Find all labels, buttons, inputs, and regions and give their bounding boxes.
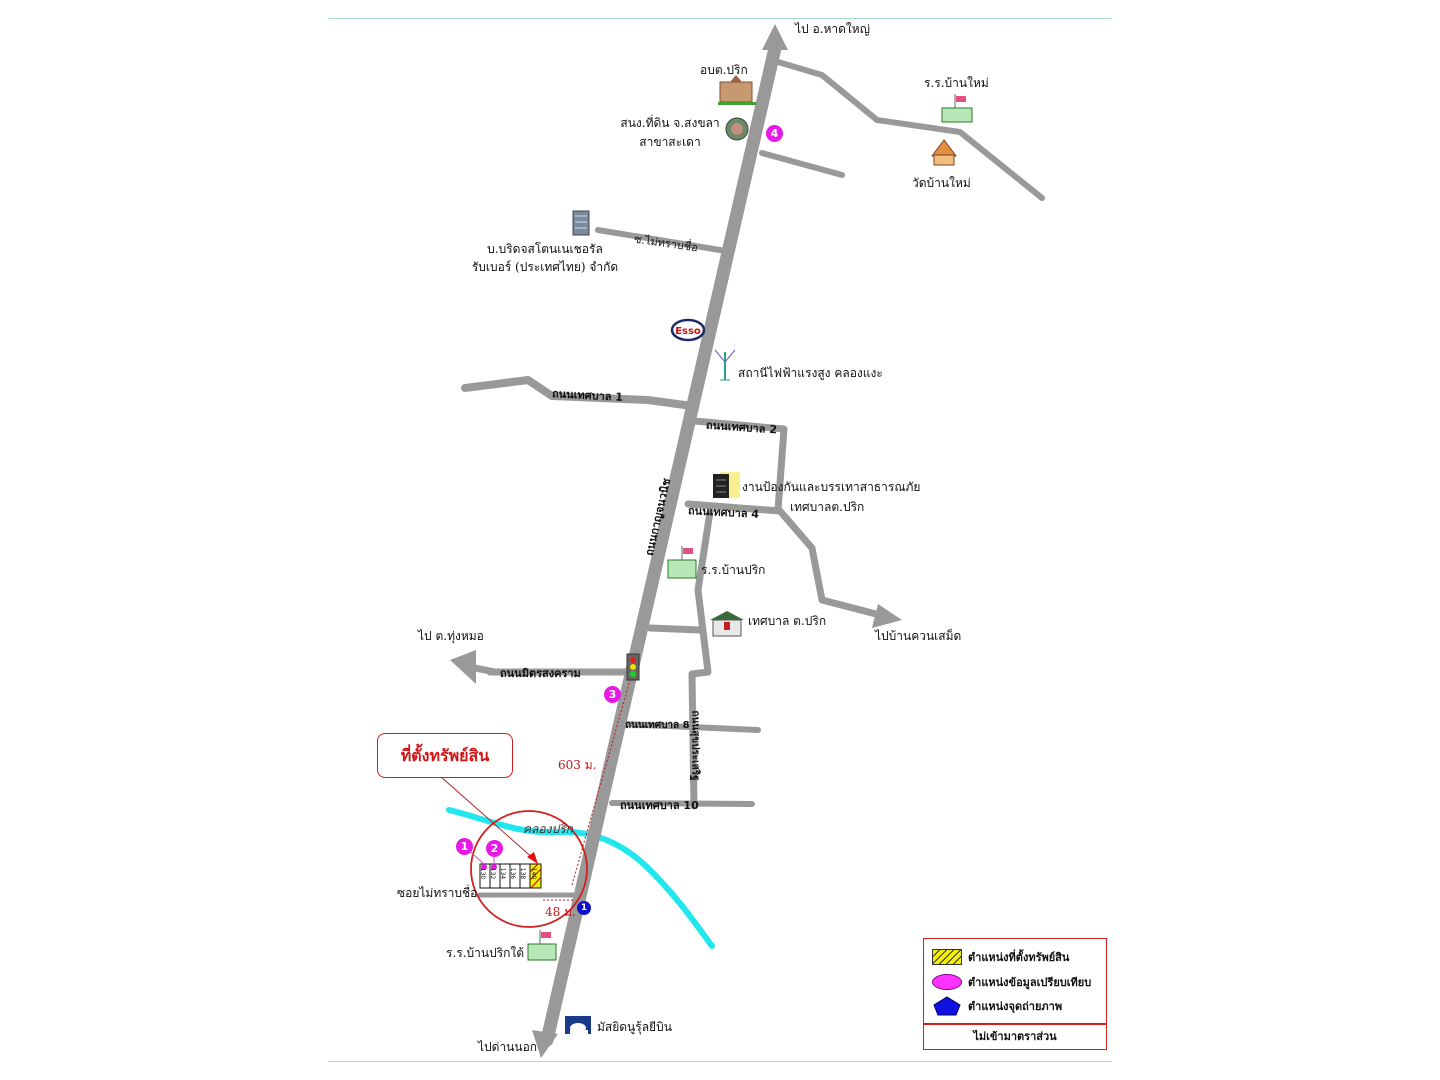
arrow-west xyxy=(450,650,476,684)
power-tower-icon xyxy=(714,349,736,381)
arrow-north xyxy=(762,24,788,50)
office-tower-icon xyxy=(572,210,590,236)
label-company: บ.บริดจสโตนเนเชอรัล รับเบอร์ (ประเทศไทย)… xyxy=(470,242,620,275)
label-school-ban-prik: ร.ร.บ้านปริก xyxy=(701,563,766,577)
property-lots xyxy=(479,863,542,889)
road-thesaban-8 xyxy=(621,721,761,733)
esso-logo-icon: Esso xyxy=(670,318,706,342)
dest-south-label: ไปด่านนอก xyxy=(478,1040,538,1054)
label-canal: คลองปริก xyxy=(523,822,573,836)
road-label-thesaban4: ถนนเทศบาล 4 xyxy=(687,504,760,521)
property-location-callout: ที่ตั้งทรัพย์สิน xyxy=(377,733,513,778)
lot-number: 130 xyxy=(479,867,487,880)
road-label-suk-prasert: ถนนสุขประเสริฐ xyxy=(689,710,701,781)
comparable-marker-1[interactable]: 1 xyxy=(456,838,473,855)
disaster-building-icon xyxy=(713,472,740,498)
mosque-icon xyxy=(565,1016,591,1034)
obt-building-icon xyxy=(718,75,756,105)
legend-item-property: ตำแหน่งที่ตั้งทรัพย์สิน xyxy=(932,948,1069,966)
lot-number: 138 xyxy=(519,867,527,880)
arrow-south xyxy=(532,1030,558,1058)
photo-point-marker-1[interactable]: 1 xyxy=(577,901,591,915)
land-office-seal-icon xyxy=(725,117,749,141)
label-municipality: เทศบาล ต.ปริก xyxy=(748,614,827,628)
road-label-thesaban1: ถนนเทศบาล 1 xyxy=(551,387,624,404)
lot-number: 134 xyxy=(499,867,507,880)
label-school-prik-tai: ร.ร.บ้านปริกใต้ xyxy=(446,946,525,960)
label-mosque: มัสยิดนูรุ้ลยีบิน xyxy=(597,1020,672,1034)
road-main-kanchanawanit xyxy=(540,41,782,1047)
legend-label: ตำแหน่งที่ตั้งทรัพย์สิน xyxy=(968,951,1070,964)
traffic-light-icon xyxy=(626,653,640,681)
road-label-thesaban10: ถนนเทศบาล 10 xyxy=(620,799,699,812)
distance-48: 48 ม. xyxy=(545,905,576,919)
road-link-mid xyxy=(646,624,704,634)
callout-pointer xyxy=(439,775,536,861)
yellow-hatch-swatch-icon xyxy=(932,949,962,965)
callout-arrowhead xyxy=(527,852,538,864)
scale-note: ไม่เข้ามาตราส่วน xyxy=(923,1024,1107,1050)
distance-603: 603 ม. xyxy=(558,758,597,772)
temple-icon xyxy=(931,139,957,166)
arrow-east xyxy=(872,604,902,628)
road-north-spur xyxy=(759,150,845,178)
comparable-marker-3[interactable]: 3 xyxy=(604,686,621,703)
subject-lot-hatch xyxy=(529,863,542,889)
dest-west-label: ไป ต.ทุ่งหมอ xyxy=(418,629,484,643)
road-thesaban-4 xyxy=(684,500,884,619)
lot-number: 140 xyxy=(530,867,538,880)
lot-number: 136 xyxy=(509,867,517,880)
municipality-building-icon xyxy=(710,611,744,637)
school-ban-prik-icon xyxy=(667,546,697,579)
label-disaster-line1: งานป้องกันและบรรเทาสาธารณภัย xyxy=(742,480,921,494)
label-company-line2: รับเบอร์ (ประเทศไทย) จำกัด xyxy=(471,260,619,274)
dest-north-label: ไป อ.หาดใหญ่ xyxy=(795,22,870,36)
label-land-office: สนง.ที่ดิน จ.สงขลา สาขาสะเดา xyxy=(620,116,720,150)
road-label-thesaban8: ถนนเทศบาล 8 xyxy=(625,720,690,731)
legend: ตำแหน่งที่ตั้งทรัพย์สิน ตำแหน่งข้อมูลเปร… xyxy=(923,938,1107,1024)
property-circle xyxy=(470,810,588,928)
road-ban-mai xyxy=(775,59,1045,201)
canal-khlong-prik xyxy=(446,807,715,949)
label-obt-prik: อบต.ปริก xyxy=(700,63,748,77)
blue-pentagon-swatch-icon xyxy=(933,996,961,1016)
label-power-station: สถานีไฟฟ้าแรงสูง คลองแงะ xyxy=(738,366,883,380)
frame-bottom-line xyxy=(328,1061,1112,1062)
road-thesaban-2 xyxy=(690,417,788,514)
road-label-soi-property: ซอยไม่ทราบชื่อ xyxy=(397,886,478,900)
frame-top-line xyxy=(328,18,1112,19)
label-school-ban-mai: ร.ร.บ้านใหม่ xyxy=(924,76,989,90)
comparable-marker-4[interactable]: 4 xyxy=(766,125,783,142)
label-wat-ban-mai: วัดบ้านใหม่ xyxy=(912,176,971,190)
school-ban-mai-icon xyxy=(941,94,973,123)
subject-lot xyxy=(529,863,542,889)
road-thesaban-1 xyxy=(461,376,696,410)
label-land-office-line1: สนง.ที่ดิน จ.สงขลา xyxy=(620,116,720,130)
road-soi-unknown-north xyxy=(595,227,729,254)
distance-line-603 xyxy=(571,679,631,886)
road-thesaban-10 xyxy=(609,800,755,807)
legend-label: ตำแหน่งจุดถ่ายภาพ xyxy=(968,1000,1063,1013)
dest-east-label: ไปบ้านควนเสม็ด xyxy=(875,629,962,643)
label-land-office-line2: สาขาสะเดา xyxy=(639,135,701,149)
legend-label: ตำแหน่งข้อมูลเปรียบเทียบ xyxy=(968,976,1092,989)
arrow-west-shaft xyxy=(469,663,496,676)
school-prik-tai-icon xyxy=(527,930,557,961)
magenta-ellipse-swatch-icon xyxy=(932,974,962,990)
legend-item-comparable: ตำแหน่งข้อมูลเปรียบเทียบ xyxy=(932,973,1091,991)
label-company-line1: บ.บริดจสโตนเนเชอรัล xyxy=(487,242,603,256)
svg-text:Esso: Esso xyxy=(675,326,701,337)
road-label-mitsongkhram: ถนนมิตรสงคราม xyxy=(500,667,581,680)
comparable-marker-2[interactable]: 2 xyxy=(486,840,503,857)
road-suk-prasert xyxy=(688,508,714,810)
label-disaster-line2: เทศบาลต.ปริก xyxy=(790,500,865,514)
lot-number: 132 xyxy=(489,867,497,880)
legend-item-photo: ตำแหน่งจุดถ่ายภาพ xyxy=(932,996,1062,1016)
